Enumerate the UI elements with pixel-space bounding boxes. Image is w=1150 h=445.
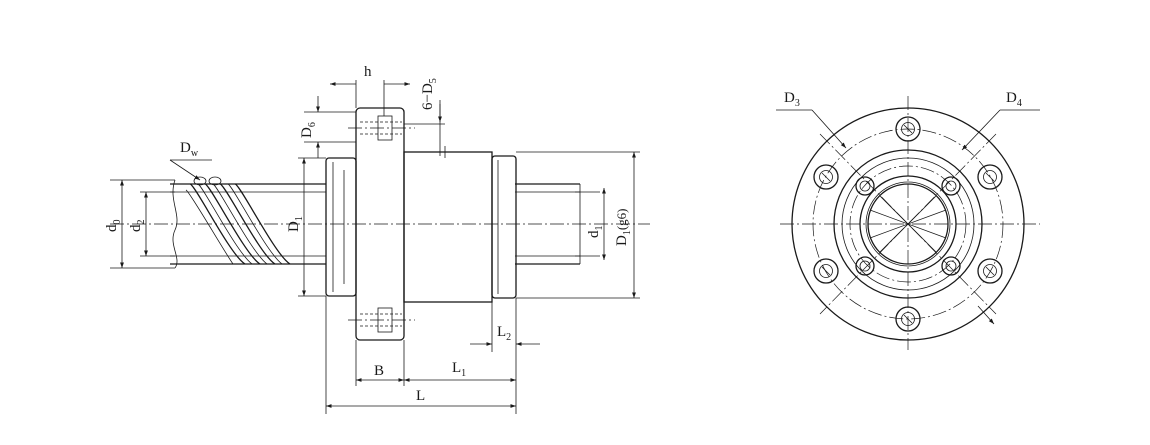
inner-holes	[855, 176, 961, 276]
bolt-hole-top	[895, 116, 921, 142]
label-d3: D3	[784, 90, 800, 109]
flange-outline	[791, 107, 1025, 341]
screw-thread	[185, 176, 291, 265]
ball-symbol	[193, 176, 207, 186]
label-h: h	[364, 64, 372, 80]
screw-shaft-right	[515, 183, 600, 265]
label-6-d5: 6−D5	[420, 78, 439, 110]
dim-d0: d0	[104, 180, 124, 268]
label-d4: D4	[1006, 90, 1022, 109]
dim-h: h	[330, 64, 410, 116]
side-view: h 6−D5 D6 Dw d0	[104, 64, 650, 414]
dim-l1: L1	[404, 352, 517, 414]
dim-l: L	[325, 296, 516, 414]
bolt-hole-lower-left	[813, 258, 839, 284]
bolt-hole-upper-left	[813, 164, 839, 190]
dim-d1-nut: D1	[286, 157, 326, 297]
label-d1-small: d1	[586, 226, 605, 239]
nut-body-circle	[833, 149, 983, 299]
dim-l2: L2	[470, 298, 540, 352]
bolt-hole-upper-right	[977, 164, 1003, 190]
dim-d6: D6	[299, 96, 356, 158]
front-view: D3 D4	[776, 90, 1040, 350]
dim-b: B	[355, 340, 405, 386]
label-d6: D6	[299, 122, 318, 138]
label-d1-g6: D1(g6)	[614, 208, 633, 246]
dim-6-d5: 6−D5	[404, 78, 445, 156]
dim-d4: D4	[961, 90, 1040, 325]
label-d0: d0	[104, 220, 123, 233]
label-l: L	[416, 388, 425, 404]
screw-outer-circle	[859, 175, 957, 273]
dim-d1-small: d1	[586, 188, 606, 260]
dim-d3: D3	[776, 90, 847, 149]
dim-dw: Dw	[169, 140, 212, 181]
label-d1-nut: D1	[286, 216, 305, 232]
bolt-hole-lower-right	[977, 258, 1003, 284]
bolt-hole-bottom	[895, 306, 921, 332]
dim-d2: d2	[128, 192, 148, 256]
dim-d1-g6: D1(g6)	[516, 151, 640, 299]
label-l2: L2	[497, 324, 511, 343]
flange-bolt-holes	[813, 116, 1003, 332]
nut-flange	[348, 107, 415, 341]
label-l1: L1	[452, 360, 466, 379]
label-dw: Dw	[180, 140, 199, 159]
label-b: B	[374, 363, 384, 379]
label-d2: d2	[128, 220, 147, 233]
